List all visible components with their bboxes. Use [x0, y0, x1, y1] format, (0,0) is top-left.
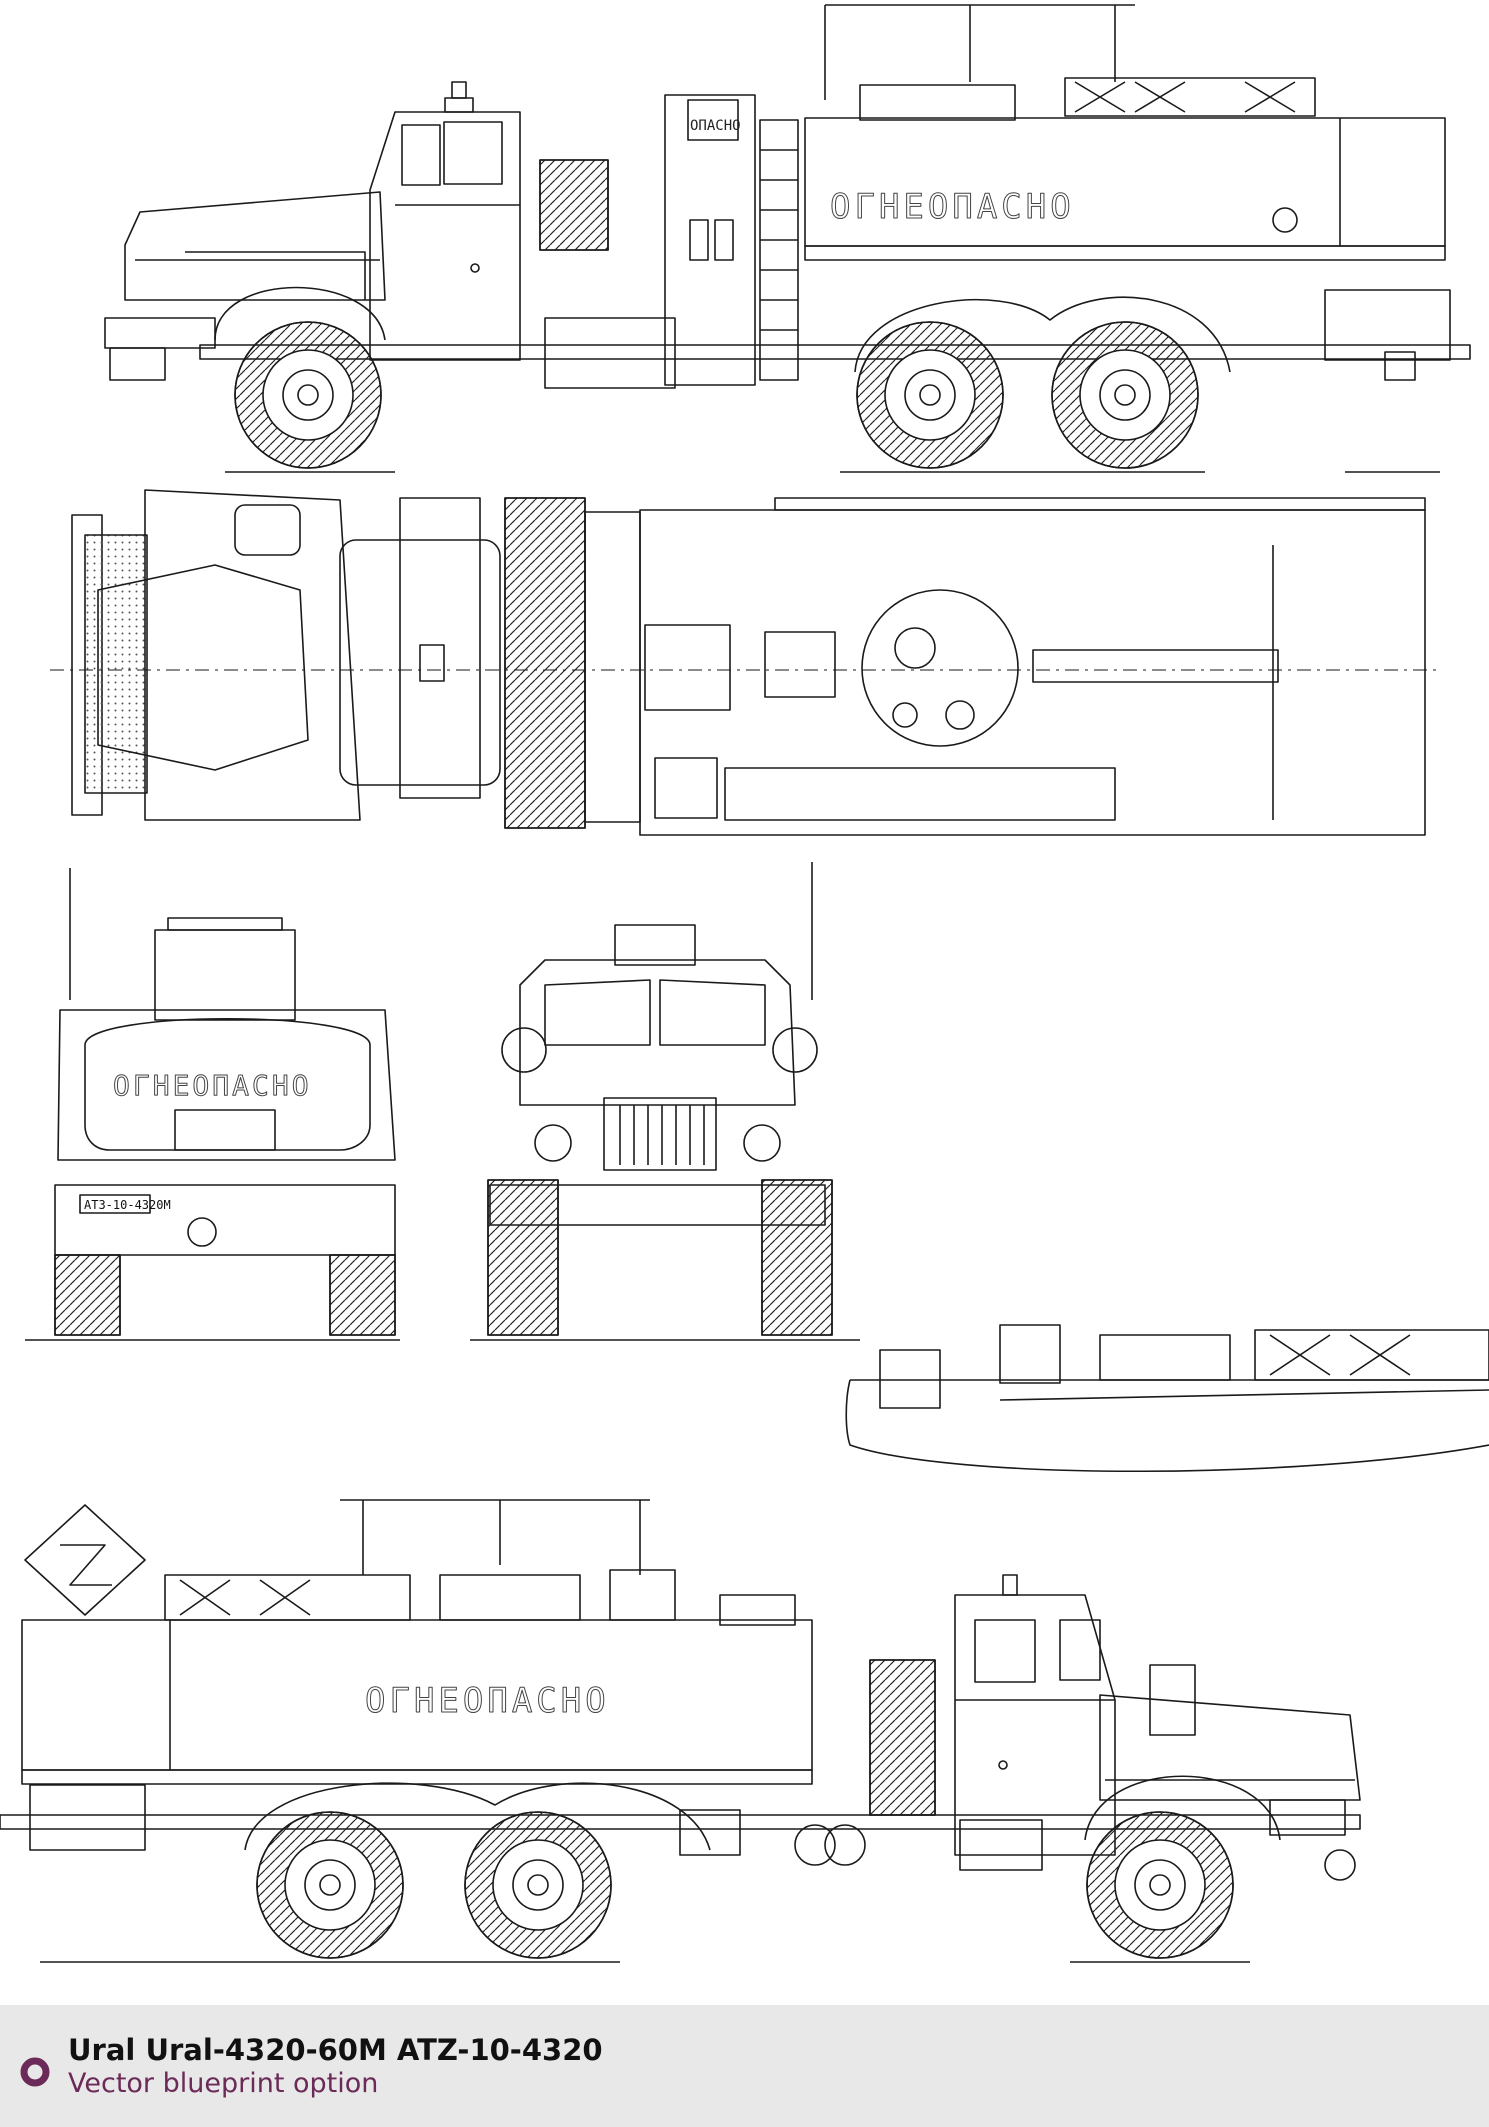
side-view-left: ОПАСНО ОГНЕОПАСНО: [104, 4, 1471, 473]
right-tank-warning-label: ОГНЕОПАСНО: [365, 1681, 610, 1721]
side-left-rear-wheel-2: [1051, 321, 1199, 469]
tank-warning-label: ОГНЕОПАСНО: [830, 187, 1075, 227]
side-left-rear-wheel-1: [856, 321, 1004, 469]
rear-tank-warning-label: ОГНЕОПАСНО: [113, 1069, 312, 1102]
side-right-rear-wheel-2: [464, 1811, 612, 1959]
top-view: [50, 489, 1440, 836]
side-left-front-wheel: [234, 321, 382, 469]
caption-bar: [0, 2005, 1489, 2127]
side-view-right: ОГНЕОПАСНО: [0, 1499, 1361, 1963]
side-right-front-wheel: [1086, 1811, 1234, 1959]
caption-subtitle: Vector blueprint option: [68, 2068, 379, 2099]
tank-detail-view: [845, 1324, 1489, 1473]
brand-logo-icon: [24, 1504, 146, 1616]
side-right-rear-wheel-1: [256, 1811, 404, 1959]
caption-title: Ural Ural-4320-60M ATZ-10-4320: [68, 2033, 603, 2067]
blueprint-drawing: ОПАСНО ОГНЕОПАСНО: [0, 4, 1489, 1963]
rear-view: ОГНЕОПАСНО АТЗ-10-4320М: [25, 868, 400, 1341]
rear-plate-label: АТЗ-10-4320М: [84, 1198, 171, 1212]
front-view: [470, 862, 860, 1341]
tank-plate-label: ОПАСНО: [690, 118, 741, 134]
ring-icon: [20, 2057, 50, 2087]
